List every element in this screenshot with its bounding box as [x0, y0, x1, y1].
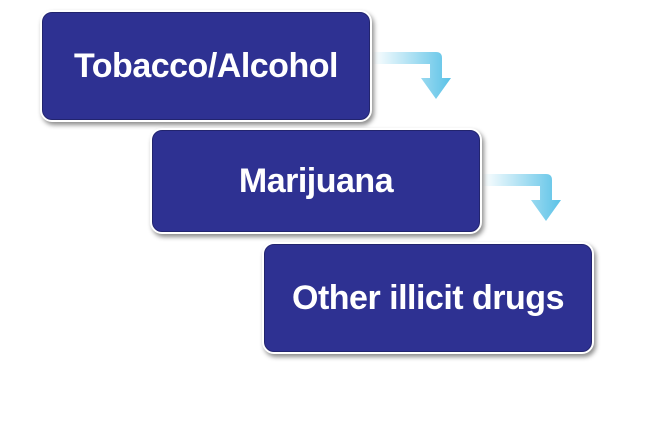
step-other-illicit-drugs: Other illicit drugs: [262, 242, 594, 354]
step-marijuana: Marijuana: [150, 128, 482, 234]
step-label: Tobacco/Alcohol: [74, 46, 338, 85]
step-label: Marijuana: [238, 161, 394, 200]
step-label: Other illicit drugs: [292, 278, 564, 317]
arrow-step2-to-step3: [482, 174, 561, 221]
arrow-step1-to-step2: [372, 52, 451, 99]
step-tobacco-alcohol: Tobacco/Alcohol: [40, 10, 372, 122]
